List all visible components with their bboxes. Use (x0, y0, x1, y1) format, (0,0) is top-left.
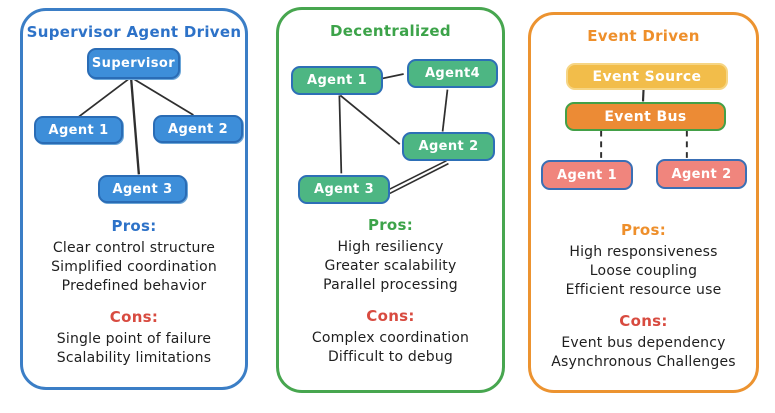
panel-title: Supervisor Agent Driven (26, 23, 242, 41)
panel-event-driven: Event Driven Event Source Event Bus Agen… (528, 12, 759, 393)
pros-item: High responsiveness (569, 244, 718, 260)
node-event-source: Event Source (566, 63, 728, 90)
node-agent-1: Agent 1 (291, 66, 383, 95)
node-agent-2: Agent 2 (153, 115, 243, 143)
pros-item: High resiliency (337, 239, 444, 255)
node-agent-2: Agent 2 (402, 132, 495, 161)
pros-section: Pros: High resiliency Greater scalabilit… (279, 216, 502, 295)
node-agent-1: Agent 1 (541, 160, 633, 190)
cons-label: Cons: (366, 307, 415, 325)
node-agent-4: Agent4 (407, 59, 498, 88)
cons-label: Cons: (619, 312, 668, 330)
connector-lines (338, 73, 449, 195)
pros-item: Predefined behavior (61, 278, 207, 294)
connector-lines (77, 77, 194, 175)
cons-section: Cons: Single point of failure Scalabilit… (23, 308, 245, 368)
pros-label: Pros: (367, 216, 414, 234)
pros-section: Pros: High responsiveness Loose coupling… (531, 221, 756, 300)
panel-title: Decentralized (330, 22, 451, 40)
node-agent-3: Agent 3 (98, 175, 187, 203)
pros-item: Clear control structure (52, 240, 216, 256)
node-supervisor: Supervisor (87, 48, 180, 79)
pros-item: Simplified coordination (51, 259, 217, 275)
cons-section: Cons: Event bus dependency Asynchronous … (531, 312, 756, 372)
node-event-bus: Event Bus (565, 102, 726, 131)
panel-title: Event Driven (587, 27, 700, 45)
cons-section: Cons: Complex coordination Difficult to … (279, 307, 502, 367)
cons-label: Cons: (109, 308, 159, 326)
panel-decentralized: Decentralized Agent 1 Agent4 Agent 2 Age… (276, 7, 505, 393)
decentralized-diagram: Agent 1 Agent4 Agent 2 Agent 3 (279, 10, 502, 215)
pros-label: Pros: (111, 217, 157, 235)
node-agent-3: Agent 3 (298, 175, 390, 204)
cons-item: Single point of failure (56, 331, 212, 347)
pros-item: Parallel processing (323, 277, 458, 293)
cons-item: Complex coordination (311, 330, 470, 346)
cons-item: Scalability limitations (56, 350, 212, 366)
pros-label: Pros: (620, 221, 667, 239)
panel-supervisor-agent-driven: Supervisor Agent Driven Supervisor Agent… (20, 8, 248, 390)
pros-item: Efficient resource use (565, 282, 722, 298)
event-driven-diagram: Event Source Event Bus Agent 1 Agent 2 (531, 15, 756, 220)
cons-item: Asynchronous Challenges (551, 354, 736, 370)
pros-section: Pros: Clear control structure Simplified… (23, 217, 245, 296)
supervisor-diagram: Supervisor Agent 1 Agent 2 Agent 3 (23, 11, 245, 216)
pros-item: Greater scalability (324, 258, 457, 274)
node-agent-1: Agent 1 (34, 116, 123, 144)
node-agent-2: Agent 2 (656, 159, 747, 189)
pros-item: Loose coupling (589, 263, 698, 279)
cons-item: Event bus dependency (561, 335, 726, 351)
cons-item: Difficult to debug (327, 349, 454, 365)
